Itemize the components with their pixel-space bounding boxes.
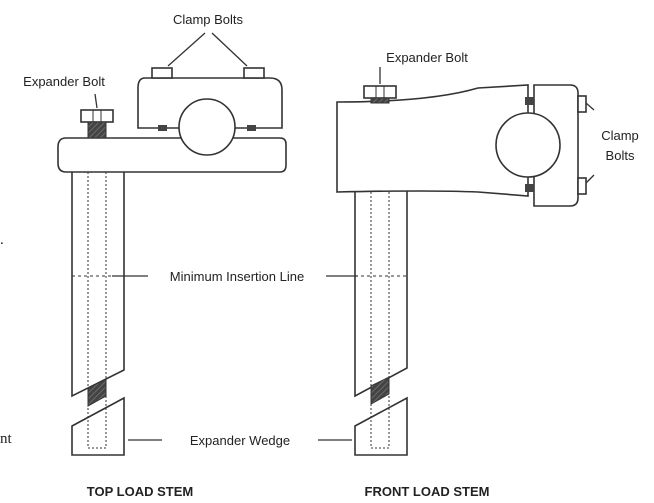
expander-bolt-label-top: Expander Bolt bbox=[23, 74, 105, 89]
front-load-wedge-piece bbox=[354, 396, 408, 456]
min-insertion-label: Minimum Insertion Line bbox=[170, 269, 304, 284]
front-load-stem bbox=[336, 84, 587, 456]
clamp-label-front: Clamp bbox=[601, 128, 639, 143]
top-load-clamp-bolt-right bbox=[243, 67, 265, 79]
front-load-clamp-bolt-bottom bbox=[577, 177, 587, 195]
front-load-body bbox=[336, 84, 529, 197]
front-load-quill-upper bbox=[354, 189, 408, 398]
clamp-bolts-label-top: Clamp Bolts bbox=[173, 12, 244, 27]
front-load-clamp-bolt-top bbox=[577, 95, 587, 113]
top-load-wedge-piece bbox=[71, 396, 125, 456]
top-load-wedge-band bbox=[87, 378, 107, 407]
top-load-caption: TOP LOAD STEM bbox=[87, 484, 193, 499]
top-load-expander-bolt bbox=[80, 109, 114, 123]
top-load-stem bbox=[57, 67, 287, 456]
front-load-wedge-band bbox=[370, 376, 390, 405]
bolts-label-front: Bolts bbox=[606, 148, 635, 163]
front-load-expander-bolt bbox=[363, 85, 397, 99]
front-load-bar-opening bbox=[495, 112, 561, 178]
expander-bolt-label-front: Expander Bolt bbox=[386, 50, 468, 65]
top-load-clamp-bolt-left bbox=[151, 67, 173, 79]
top-load-quill-upper bbox=[71, 169, 125, 398]
expander-wedge-label: Expander Wedge bbox=[190, 433, 290, 448]
top-load-body bbox=[57, 137, 287, 173]
leader-lines bbox=[94, 32, 595, 441]
edge-text-nt: nt bbox=[0, 431, 13, 447]
front-load-caption: FRONT LOAD STEM bbox=[365, 484, 490, 499]
edge-text-period: . bbox=[0, 232, 4, 248]
top-load-bar-opening bbox=[178, 98, 236, 156]
